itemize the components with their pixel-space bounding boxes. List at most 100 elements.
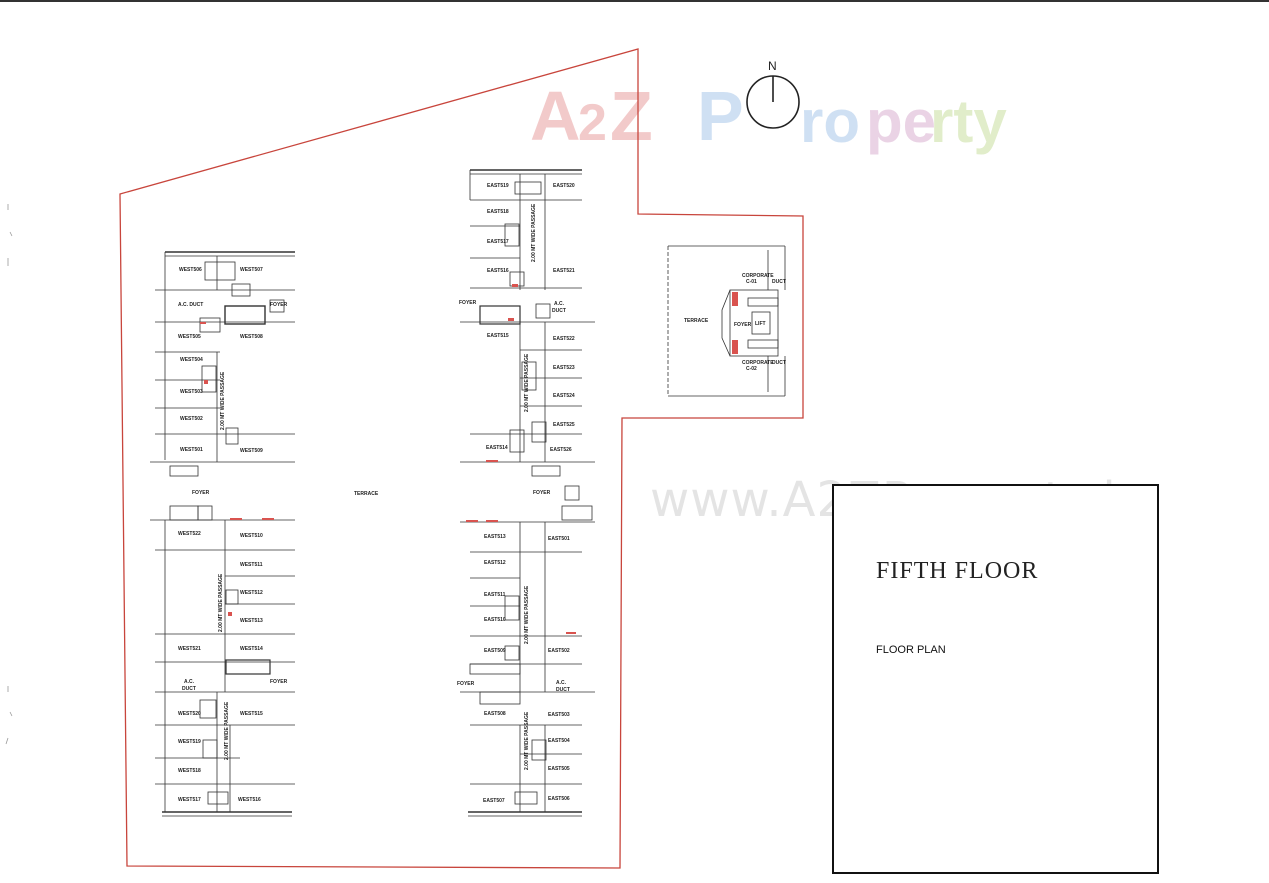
site-boundary	[119, 48, 804, 869]
east-wing-block	[460, 169, 595, 817]
passage-label-east-2: 2.00 MT WIDE PASSAGE	[524, 353, 530, 412]
unit-label-west-508: WEST508	[240, 334, 263, 340]
unit-label-east-521: EAST521	[553, 268, 575, 274]
unit-label-west-521: WEST521	[178, 646, 201, 652]
unit-label-east-518: EAST518	[487, 209, 509, 215]
unit-label-east-509: EAST509	[484, 648, 506, 654]
foyer-label-east-top: FOYER	[459, 300, 477, 306]
common-area-labels: A.C. DUCT FOYER FOYER A.C. DUCT FOYER FO…	[178, 273, 786, 693]
unit-label-east-508: EAST508	[484, 711, 506, 717]
floor-title: FIFTH FLOOR	[876, 558, 1039, 584]
unit-label-west-503: WEST503	[180, 389, 203, 395]
unit-label-west-505: WEST505	[178, 334, 201, 340]
lift-label-corporate: LIFT	[755, 321, 766, 327]
unit-label-east-525: EAST525	[553, 422, 575, 428]
unit-label-east-517: EAST517	[487, 239, 509, 245]
unit-label-east-501: EAST501	[548, 536, 570, 542]
unit-label-west-504: WEST504	[180, 357, 203, 363]
unit-label-west-518: WEST518	[178, 768, 201, 774]
unit-label-west-510: WEST510	[240, 533, 263, 539]
unit-label-west-509: WEST509	[240, 448, 263, 454]
watermark-letter-z: Z	[610, 77, 653, 155]
unit-label-west-514: WEST514	[240, 646, 263, 652]
title-block: FIFTH FLOOR FLOOR PLAN	[832, 484, 1159, 874]
watermark-letter-2: 2	[578, 94, 607, 152]
office-label-c01: C-01	[746, 279, 757, 285]
west-wing-block	[150, 251, 295, 817]
office-label-c02: C-02	[746, 366, 757, 372]
watermark-letters-rty: rty	[930, 88, 1007, 155]
ac-label-east-top: A.C.	[554, 301, 565, 307]
unit-label-east-515: EAST515	[487, 333, 509, 339]
unit-label-west-501: WEST501	[180, 447, 203, 453]
unit-label-east-524: EAST524	[553, 393, 575, 399]
unit-label-east-520: EAST520	[553, 183, 575, 189]
ac-label-east-bottom: A.C.	[556, 680, 567, 686]
unit-label-west-515: WEST515	[240, 711, 263, 717]
unit-label-east-502: EAST502	[548, 648, 570, 654]
duct-label-east-top: DUCT	[552, 308, 566, 314]
unit-label-east-523: EAST523	[553, 365, 575, 371]
corporate-label-top: CORPORATE	[742, 273, 774, 279]
unit-label-west-513: WEST513	[240, 618, 263, 624]
unit-label-east-506: EAST506	[548, 796, 570, 802]
foyer-label-west-bottom: FOYER	[270, 679, 288, 685]
unit-label-east-516: EAST516	[487, 268, 509, 274]
a2z-property-watermark-logo: A 2 Z P ro pe rty	[530, 77, 1007, 155]
duct-label-west-bottom: DUCT	[182, 686, 196, 692]
corporate-wing-accents	[732, 292, 738, 354]
watermark-letters-ro: ro	[800, 88, 860, 155]
foyer-label-east-mid: FOYER	[533, 490, 551, 496]
unit-label-east-512: EAST512	[484, 560, 506, 566]
terrace-label-corporate: TERRACE	[684, 318, 709, 324]
unit-label-west-522: WEST522	[178, 531, 201, 537]
unit-label-east-511: EAST511	[484, 592, 506, 598]
duct-label-east-bottom: DUCT	[556, 687, 570, 693]
unit-label-west-506: WEST506	[179, 267, 202, 273]
watermark-letters-pe: pe	[866, 88, 936, 155]
floor-subtitle: FLOOR PLAN	[876, 644, 946, 656]
west-wing-accents	[200, 322, 274, 616]
passage-label-west-1: 2.00 MT WIDE PASSAGE	[220, 371, 226, 430]
east-unit-labels: EAST519 EAST520 EAST518 EAST517 EAST516 …	[483, 183, 575, 804]
unit-label-west-520: WEST520	[178, 711, 201, 717]
unit-label-east-519: EAST519	[487, 183, 509, 189]
foyer-label-west-top: FOYER	[270, 302, 288, 308]
unit-label-east-514: EAST514	[486, 445, 508, 451]
passage-label-west-2: 2.00 MT WIDE PASSAGE	[218, 573, 224, 632]
terrace-label: TERRACE	[354, 491, 379, 497]
compass-north-label: N	[768, 59, 777, 73]
corporate-wing-block	[667, 245, 786, 397]
left-margin-marks	[5, 204, 13, 745]
watermark-letter-a: A	[530, 77, 581, 155]
ac-duct-label-west-top: A.C. DUCT	[178, 302, 203, 308]
unit-label-west-511: WEST511	[240, 562, 263, 568]
unit-label-east-505: EAST505	[548, 766, 570, 772]
west-unit-labels: WEST506 WEST507 WEST505 WEST508 WEST504 …	[178, 267, 263, 803]
unit-label-east-510: EAST510	[484, 617, 506, 623]
foyer-label-west-mid: FOYER	[192, 490, 210, 496]
passage-label-east-4: 2.00 MT WIDE PASSAGE	[524, 711, 530, 770]
unit-label-east-507: EAST507	[483, 798, 505, 804]
east-wing-accents	[466, 284, 576, 634]
unit-label-east-526: EAST526	[550, 447, 572, 453]
passage-label-east-1: 2.00 MT WIDE PASSAGE	[531, 203, 537, 262]
duct-label-corporate-bottom: DUCT	[772, 360, 786, 366]
unit-label-west-502: WEST502	[180, 416, 203, 422]
watermark-letter-p: P	[697, 77, 744, 155]
unit-label-west-512: WEST512	[240, 590, 263, 596]
unit-label-west-516: WEST516	[238, 797, 261, 803]
unit-label-east-513: EAST513	[484, 534, 506, 540]
unit-label-west-507: WEST507	[240, 267, 263, 273]
passage-labels: 2.00 MT WIDE PASSAGE 2.00 MT WIDE PASSAG…	[218, 203, 537, 770]
unit-label-east-522: EAST522	[553, 336, 575, 342]
foyer-label-corporate: FOYER	[734, 322, 752, 328]
top-border-line	[0, 0, 1269, 2]
north-compass-icon: N	[746, 59, 800, 129]
passage-label-west-3: 2.00 MT WIDE PASSAGE	[224, 701, 230, 760]
unit-label-east-504: EAST504	[548, 738, 570, 744]
unit-label-east-503: EAST503	[548, 712, 570, 718]
foyer-label-east-bottom: FOYER	[457, 681, 475, 687]
passage-label-east-3: 2.00 MT WIDE PASSAGE	[524, 585, 530, 644]
